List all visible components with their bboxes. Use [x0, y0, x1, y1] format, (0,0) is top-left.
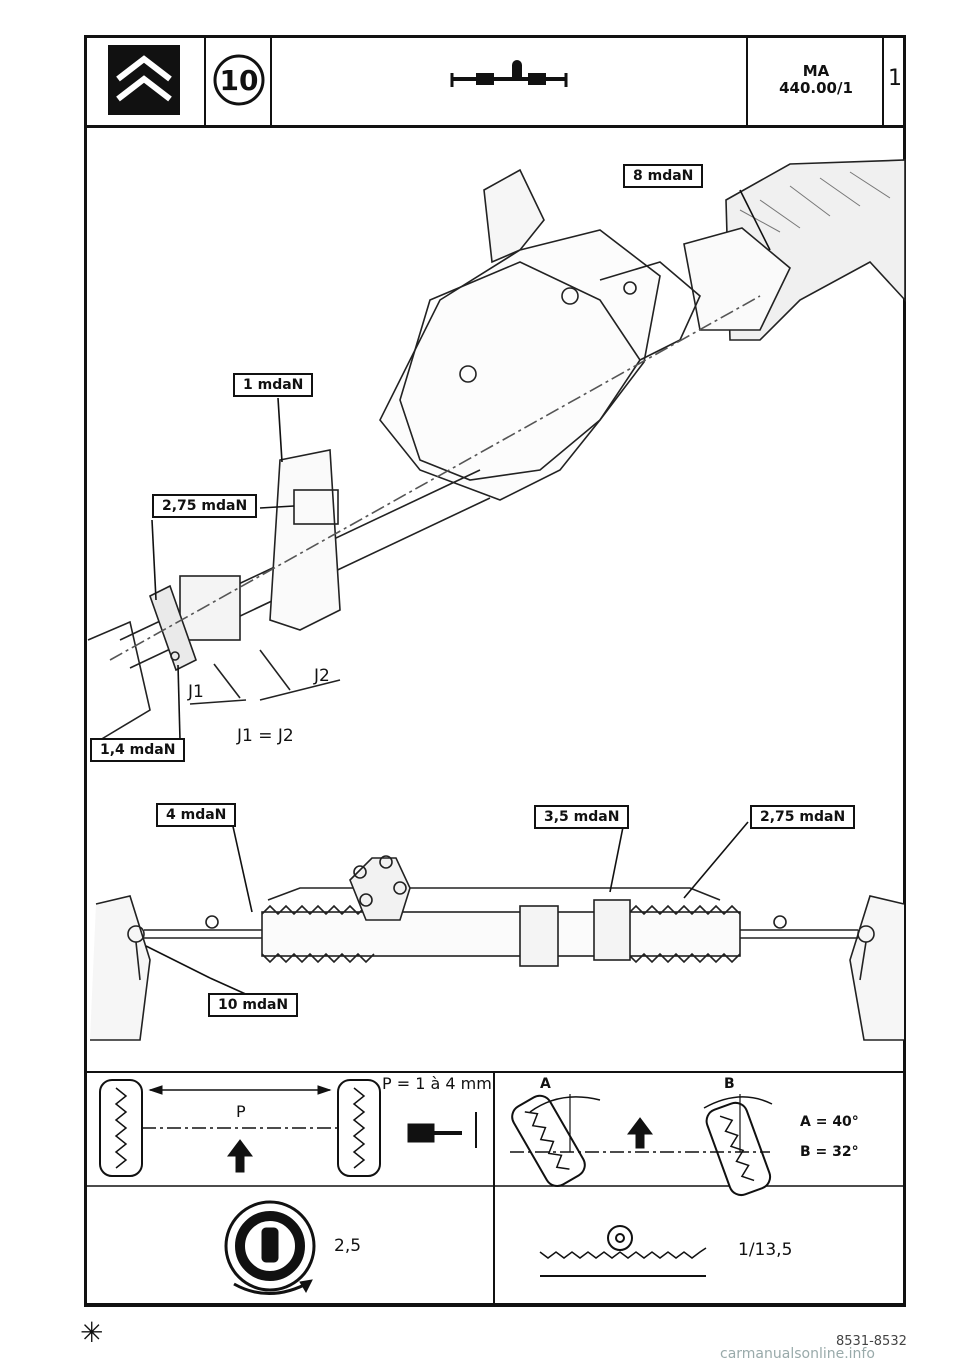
toe-formula: P = 1 à 4 mm	[382, 1074, 492, 1093]
torque-value: 8 mdaN	[633, 168, 694, 184]
j2-label: J2	[314, 666, 330, 686]
torque-value: 2,75 mdaN	[162, 498, 248, 514]
toe-symbol: P	[236, 1102, 246, 1121]
group-badge-icon	[213, 54, 265, 106]
torque-value: 1 mdaN	[243, 377, 304, 393]
torque-label-bottom: 10 mdaN	[208, 993, 299, 1017]
group-number: 10	[219, 64, 259, 97]
j-equation: J1 = J2	[237, 726, 294, 746]
citroen-logo-icon	[108, 45, 180, 115]
star-icon: ✳	[80, 1316, 104, 1349]
torque-label-lower: 1,4 mdaN	[90, 738, 186, 762]
torque-label-left: 4 mdaN	[156, 803, 237, 827]
watermark-text: carmanualsonline.info	[720, 1346, 875, 1362]
steering-rack-pictogram-icon	[450, 60, 568, 87]
torque-label-right: 2,75 mdaN	[750, 805, 856, 829]
angle-a-value: A = 40°	[800, 1114, 859, 1130]
steering-turns-value: 2,5	[334, 1236, 362, 1256]
torque-value: 2,75 mdaN	[760, 809, 846, 825]
torque-value: 10 mdaN	[218, 997, 289, 1013]
reference-number: 8531-8532	[836, 1334, 907, 1349]
torque-label-middle: 3,5 mdaN	[534, 805, 630, 829]
header-title-cell	[272, 35, 748, 127]
torque-label-clamp: 2,75 mdaN	[152, 494, 258, 518]
header-divider	[84, 125, 906, 128]
code-line-2: 440.00/1	[779, 79, 853, 97]
header-code-cell: MA 440.00/1	[748, 35, 884, 127]
torque-value: 3,5 mdaN	[544, 809, 620, 825]
code-line-1: MA	[802, 62, 830, 80]
manual-code: MA 440.00/1	[748, 63, 884, 97]
header-group-cell: 10	[206, 35, 272, 127]
angle-b-value: B = 32°	[800, 1144, 859, 1160]
steering-ratio-value: 1/13,5	[738, 1240, 793, 1260]
j1-label: J1	[188, 682, 204, 702]
page-number: 1	[888, 66, 902, 91]
torque-label-joint: 1 mdaN	[233, 373, 314, 397]
angle-a-label: A	[540, 1076, 551, 1092]
torque-value: 1,4 mdaN	[100, 742, 176, 758]
page-frame	[84, 35, 906, 1307]
torque-label-top: 8 mdaN	[623, 164, 704, 188]
header-logo-cell	[84, 35, 206, 127]
torque-value: 4 mdaN	[166, 807, 227, 823]
angle-b-label: B	[724, 1076, 735, 1092]
